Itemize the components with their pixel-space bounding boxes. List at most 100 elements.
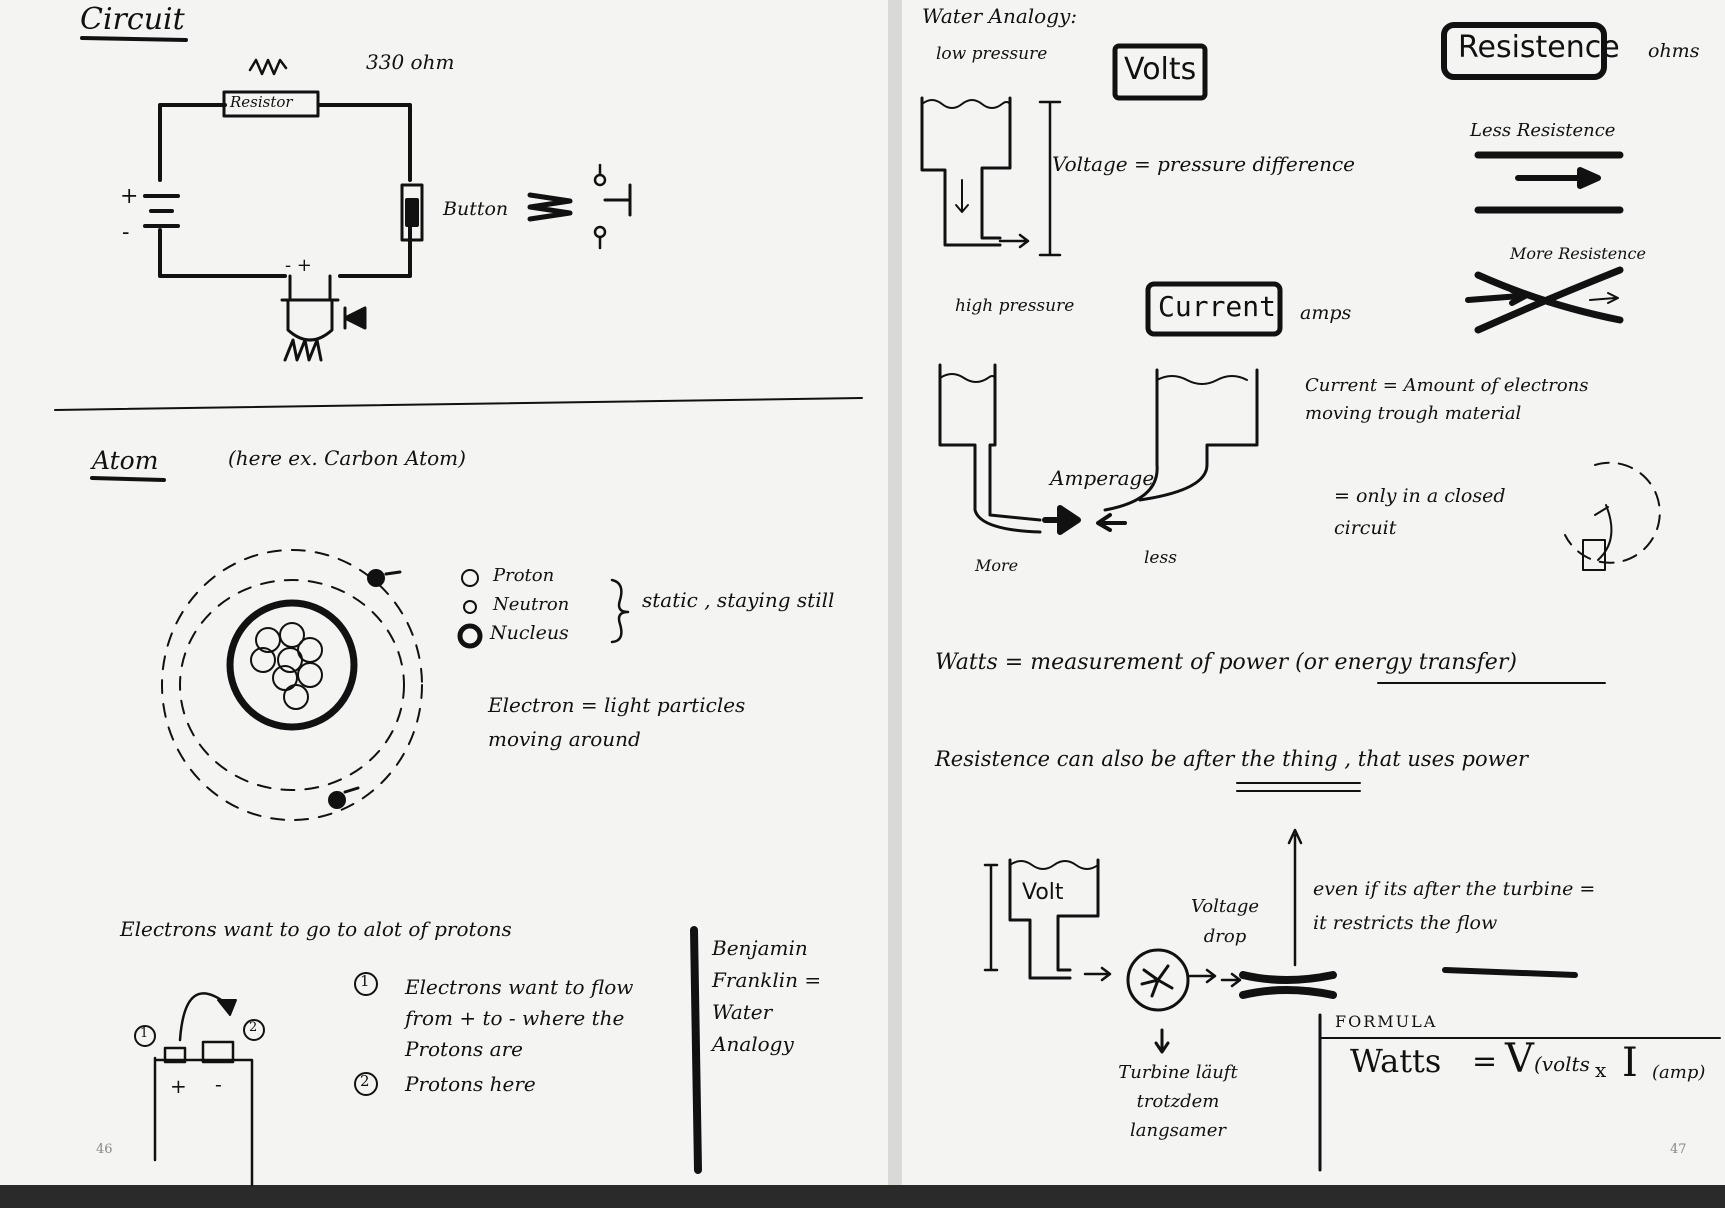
- more-resistance-pipe: [1474, 266, 1624, 334]
- point2-marker-circle: [354, 1072, 378, 1096]
- spine-gutter: [888, 0, 902, 1190]
- electron-charge-mark: [343, 786, 360, 794]
- electrons-heading: Electrons want to go to alot of protons: [120, 917, 512, 941]
- nucleon: [297, 662, 323, 688]
- resistor-label: Resistor: [230, 93, 293, 111]
- marker-1-circle: [134, 1025, 156, 1047]
- button-knob: [405, 198, 419, 227]
- more-resistance-arrow-icon: [1465, 287, 1528, 306]
- formula-equals: =: [1472, 1044, 1498, 1079]
- proton-particle: [283, 684, 309, 710]
- current-box: [1145, 281, 1283, 337]
- water-analogy-title: Water Analogy:: [922, 4, 1078, 28]
- legend-brace: [610, 578, 630, 644]
- formula-i: I: [1622, 1040, 1638, 1086]
- resistor-box: [222, 90, 320, 118]
- high-pressure-label: high pressure: [955, 296, 1075, 316]
- less-label: less: [1144, 548, 1177, 568]
- resistance-box-label: Resistence: [1458, 30, 1620, 65]
- turbine-icon: [1126, 948, 1190, 1012]
- water-tank-volts: [920, 96, 1012, 247]
- electron-dot: [367, 569, 385, 587]
- turbine-volt-label: Volt: [1022, 880, 1064, 905]
- volt-bracket: [983, 863, 999, 972]
- button-box: [400, 183, 424, 242]
- legend-neutron: Neutron: [493, 594, 570, 615]
- current-unit: amps: [1300, 302, 1352, 324]
- battery-minus-label: -: [122, 220, 130, 245]
- formula-watts: Watts: [1350, 1042, 1442, 1080]
- scribble-icon: [527, 192, 573, 222]
- franklin-aside: Benjamin Franklin = Water Analogy: [712, 936, 822, 1056]
- formula-amp: (amp): [1652, 1062, 1706, 1083]
- nucleon: [279, 622, 305, 648]
- aside-divider-bar: [690, 926, 702, 1174]
- electron-orbit-inner: [179, 579, 405, 791]
- legend-nucleus: Nucleus: [490, 622, 569, 644]
- turbine-caption: Turbine läuft trotzdem langsamer: [1118, 1062, 1238, 1141]
- pressure-bracket: [1038, 100, 1062, 257]
- resistance-unit: ohms: [1648, 40, 1700, 62]
- marker-2-circle: [243, 1019, 265, 1041]
- page-number-left: 46: [96, 1142, 113, 1157]
- water-surface: [921, 99, 1011, 109]
- electron-note: Electron = light particles moving around: [488, 693, 746, 751]
- amperage-small-arrow-icon: [1096, 513, 1127, 532]
- water-surface: [939, 373, 996, 383]
- up-arrow-icon: [1287, 828, 1303, 967]
- brace-note: static , staying still: [642, 588, 835, 612]
- volts-box: [1112, 43, 1208, 101]
- flow-arrow-curve: [178, 992, 230, 1042]
- volts-box-label: Volts: [1124, 52, 1197, 87]
- flow-underline: [1442, 967, 1578, 978]
- resistance-box: [1441, 22, 1607, 80]
- point1-marker: 1: [360, 972, 370, 990]
- turbine-down-arrow-icon: [1154, 1028, 1170, 1054]
- section-divider: [54, 397, 863, 411]
- water-surface: [1009, 860, 1099, 870]
- atom-title: Atom: [92, 446, 159, 475]
- led-polarity-label: - +: [285, 255, 312, 276]
- battery-terminal-minus: [201, 1040, 235, 1064]
- voltage-drop-label: Voltage drop: [1190, 896, 1260, 947]
- formula-v: V: [1505, 1036, 1534, 1082]
- battery-marker-2: 2: [249, 1020, 258, 1035]
- water-tank-less: [1103, 368, 1259, 512]
- voltage-equation: Voltage = pressure difference: [1052, 152, 1355, 176]
- closed-circuit-led-icon: [1582, 539, 1606, 571]
- small-arrow-icon: [1589, 292, 1619, 304]
- point2-marker: 2: [360, 1072, 370, 1090]
- after-double-underline: [1236, 782, 1361, 792]
- proton-particle: [272, 665, 298, 691]
- electron-dot: [328, 791, 346, 809]
- page-number-right: 47: [1670, 1142, 1687, 1157]
- less-resistance-arrow-icon: [1515, 167, 1601, 189]
- button-label: Button: [443, 198, 509, 220]
- diode-symbol-icon: [343, 306, 367, 330]
- water-tank-turbine: [1008, 858, 1100, 980]
- flow-arrow-head-icon: [217, 999, 237, 1016]
- turbine-blades: [1140, 964, 1174, 998]
- turbine-in-arrow-icon: [1083, 966, 1112, 982]
- battery-marker-1: 1: [140, 1026, 149, 1041]
- led-light-scribble-icon: [283, 338, 323, 362]
- battery-minus: -: [215, 1072, 222, 1096]
- electron-orbit-outer: [161, 549, 423, 821]
- more-label: More: [975, 556, 1019, 575]
- amperage-big-arrow-icon: [1042, 505, 1081, 535]
- amperage-label: Amperage: [1050, 466, 1155, 490]
- less-resistance-label: Less Resistence: [1470, 120, 1616, 141]
- electron-charge-mark: [384, 570, 402, 576]
- restriction-pipe: [1239, 971, 1337, 999]
- formula-volts: (volts: [1534, 1052, 1590, 1076]
- resistance-after-note: Resistence can also be after the thing ,…: [935, 747, 1529, 771]
- more-resistance-label: More Resistence: [1510, 244, 1646, 263]
- led-bulb-icon: [286, 298, 334, 342]
- circuit-title: Circuit: [80, 2, 185, 37]
- atom-title-underline: [90, 476, 166, 482]
- atom-subtitle: (here ex. Carbon Atom): [228, 446, 466, 470]
- neutron-legend-icon: [463, 600, 477, 614]
- notebook-cover-edge: [0, 1185, 1725, 1208]
